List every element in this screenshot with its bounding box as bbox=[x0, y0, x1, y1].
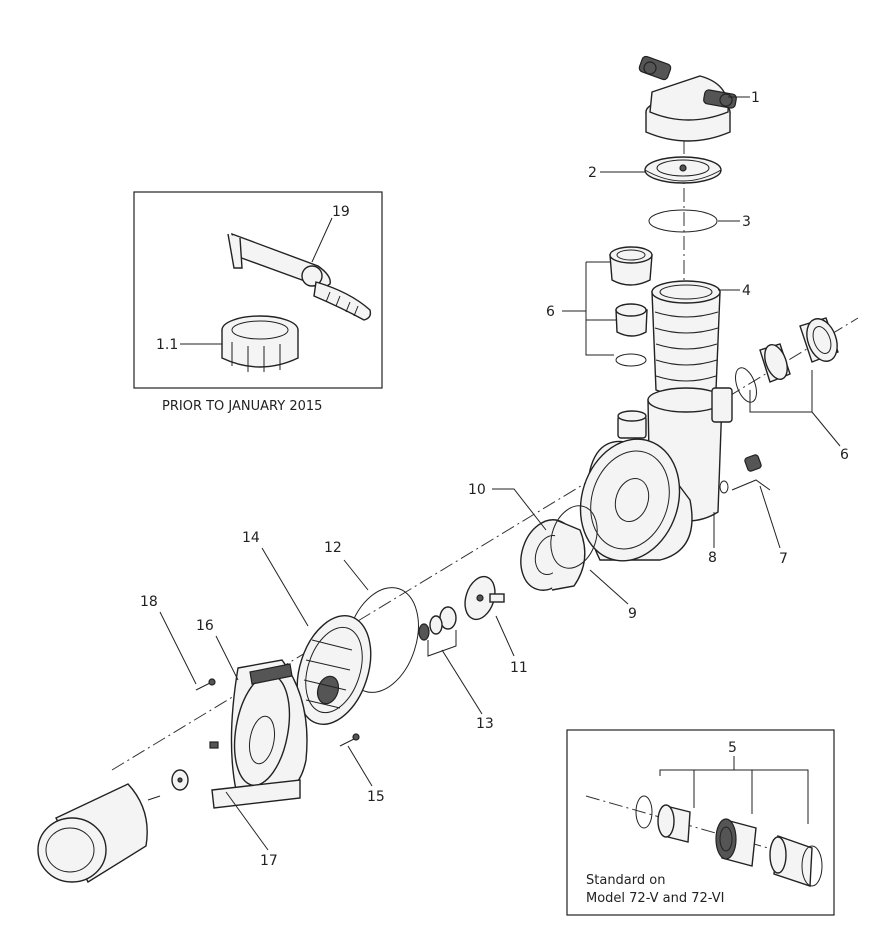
label-part-17: 17 bbox=[260, 853, 278, 869]
part-3-o-ring bbox=[648, 209, 718, 233]
part-1-lid-clamp bbox=[638, 55, 737, 142]
center-axes bbox=[111, 140, 859, 861]
label-part-13: 13 bbox=[476, 716, 494, 732]
label-part-10: 10 bbox=[468, 482, 486, 498]
part-10-diffuser bbox=[520, 519, 586, 591]
part-17-foot-washer bbox=[171, 741, 219, 791]
label-part-9: 9 bbox=[628, 606, 637, 622]
part-1-1-lock-ring bbox=[221, 315, 299, 372]
part-labels: 1 2 3 4 5 6 6 7 8 9 10 11 12 13 14 15 16… bbox=[140, 90, 849, 869]
label-part-15: 15 bbox=[367, 789, 385, 805]
part-16-motor-bracket bbox=[211, 659, 308, 809]
label-part-18: 18 bbox=[140, 594, 158, 610]
label-part-19: 19 bbox=[332, 204, 350, 220]
label-part-8: 8 bbox=[708, 550, 717, 566]
motor bbox=[37, 783, 161, 883]
label-part-11: 11 bbox=[510, 660, 528, 676]
part-6-union-right bbox=[735, 317, 839, 403]
part-2-lid-disc bbox=[644, 156, 722, 184]
label-part-14: 14 bbox=[242, 530, 260, 546]
part-19-lid-wrench bbox=[227, 232, 372, 321]
label-part-2: 2 bbox=[588, 165, 597, 181]
inset-prior-caption: PRIOR TO JANUARY 2015 bbox=[162, 399, 322, 414]
part-18-screw bbox=[195, 678, 216, 691]
inset-prior-to-2015 bbox=[133, 191, 383, 389]
label-part-6-top: 6 bbox=[546, 304, 555, 320]
pump-housing bbox=[579, 387, 733, 562]
inset-standard-caption-line-1: Standard on bbox=[586, 873, 665, 888]
part-6-union-top bbox=[609, 246, 653, 367]
label-part-5: 5 bbox=[728, 740, 737, 756]
label-part-4: 4 bbox=[742, 283, 751, 299]
label-part-16: 16 bbox=[196, 618, 214, 634]
part-14-seal-plate bbox=[296, 615, 372, 725]
label-part-1-1: 1.1 bbox=[156, 337, 178, 353]
leader-lines bbox=[159, 96, 841, 851]
inset-standard-union bbox=[566, 729, 835, 916]
label-part-12: 12 bbox=[324, 540, 342, 556]
label-part-1: 1 bbox=[751, 90, 760, 106]
part-9-o-ring bbox=[550, 505, 598, 569]
inset-standard-frame bbox=[566, 729, 835, 916]
label-part-3: 3 bbox=[742, 214, 751, 230]
part-4-strainer-basket bbox=[651, 280, 721, 397]
inset-standard-caption-line-2: Model 72-V and 72-VI bbox=[586, 891, 724, 906]
label-part-7: 7 bbox=[779, 551, 788, 567]
part-15-screw bbox=[339, 733, 360, 747]
label-part-6-right: 6 bbox=[840, 447, 849, 463]
inset-prior-frame bbox=[133, 191, 383, 389]
part-7-drain-plug bbox=[719, 454, 762, 494]
part-5-union-kit bbox=[635, 795, 823, 887]
part-11-impeller bbox=[464, 575, 505, 621]
part-13-shaft-seal bbox=[418, 606, 457, 641]
